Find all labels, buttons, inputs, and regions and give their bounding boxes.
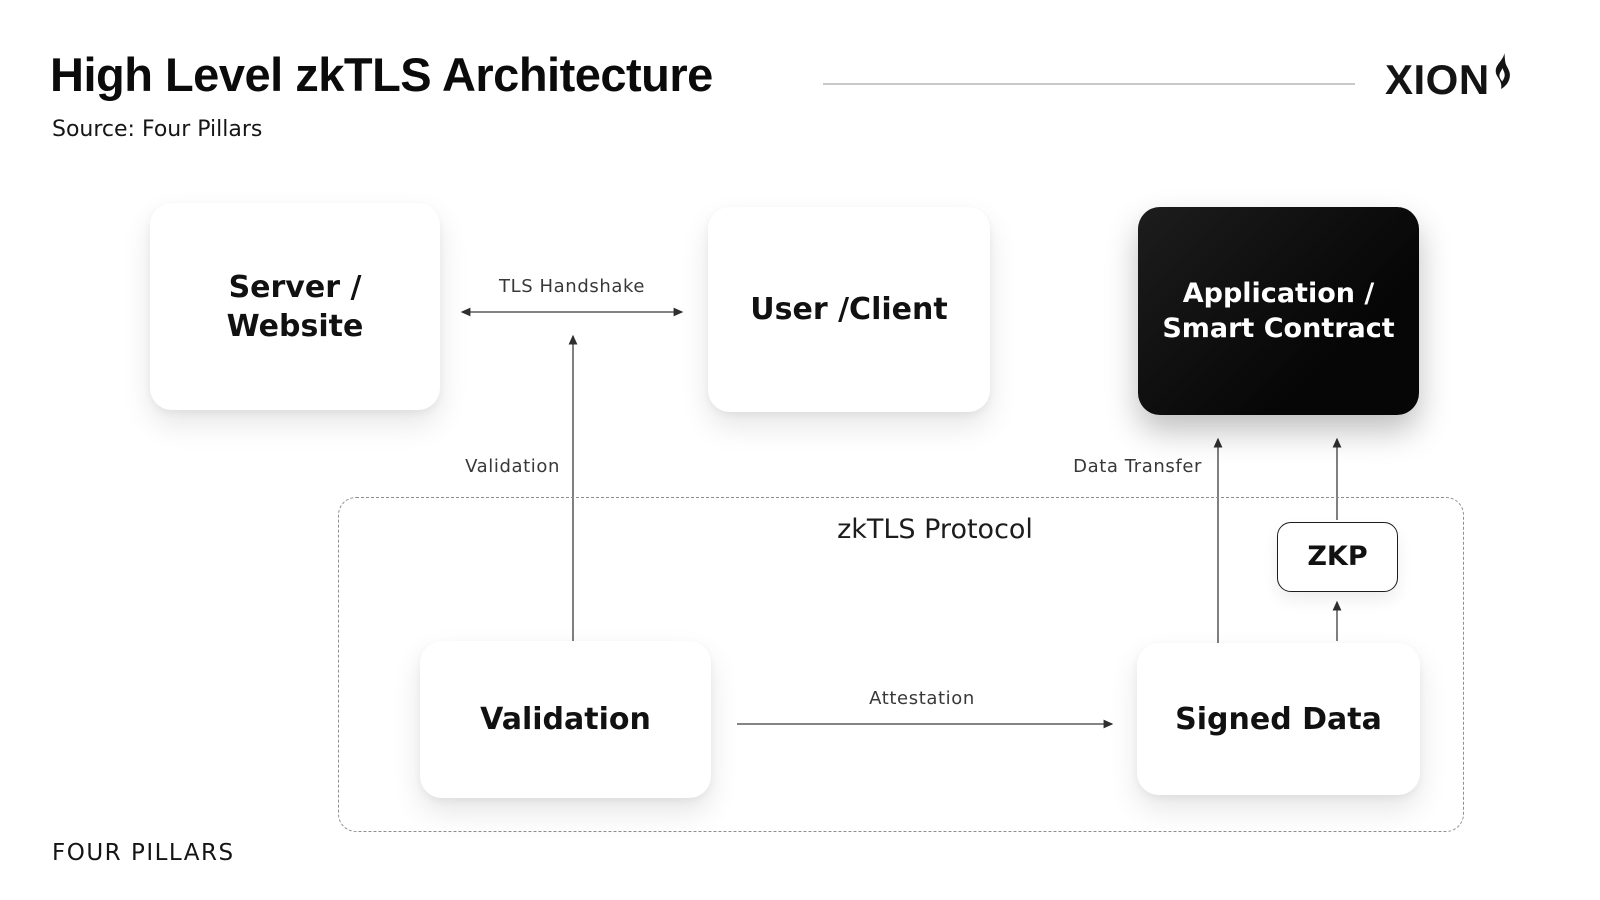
edge-label-validation: Validation [465,456,560,477]
node-server-website: Server / Website [150,203,440,410]
node-server-website-label: Server / Website [226,269,364,344]
zktls-protocol-label: zkTLS Protocol [837,514,1033,545]
source-caption: Source: Four Pillars [52,117,263,142]
brand-wordmark: XION [1385,56,1490,103]
flame-icon [1492,53,1512,99]
edge-label-attestation: Attestation [869,688,975,709]
node-user-client-label: User /Client [750,292,948,327]
node-application-smart-contract: Application / Smart Contract [1138,207,1419,415]
node-validation: Validation [420,641,711,798]
footer-brand: FOUR PILLARS [52,840,235,866]
node-zkp-label: ZKP [1307,541,1368,573]
node-signed-data-label: Signed Data [1175,701,1382,737]
node-user-client: User /Client [708,207,990,412]
zktls-protocol-container [338,497,1464,832]
brand-logo: XION [1385,53,1512,103]
node-validation-label: Validation [480,702,651,737]
node-signed-data: Signed Data [1137,643,1420,795]
node-application-label: Application / Smart Contract [1162,277,1395,344]
page-title: High Level zkTLS Architecture [50,48,713,101]
edge-label-tls-handshake: TLS Handshake [498,276,646,297]
node-zkp: ZKP [1277,522,1398,592]
header-divider [823,83,1355,85]
edge-label-data-transfer: Data Transfer [1073,456,1202,477]
